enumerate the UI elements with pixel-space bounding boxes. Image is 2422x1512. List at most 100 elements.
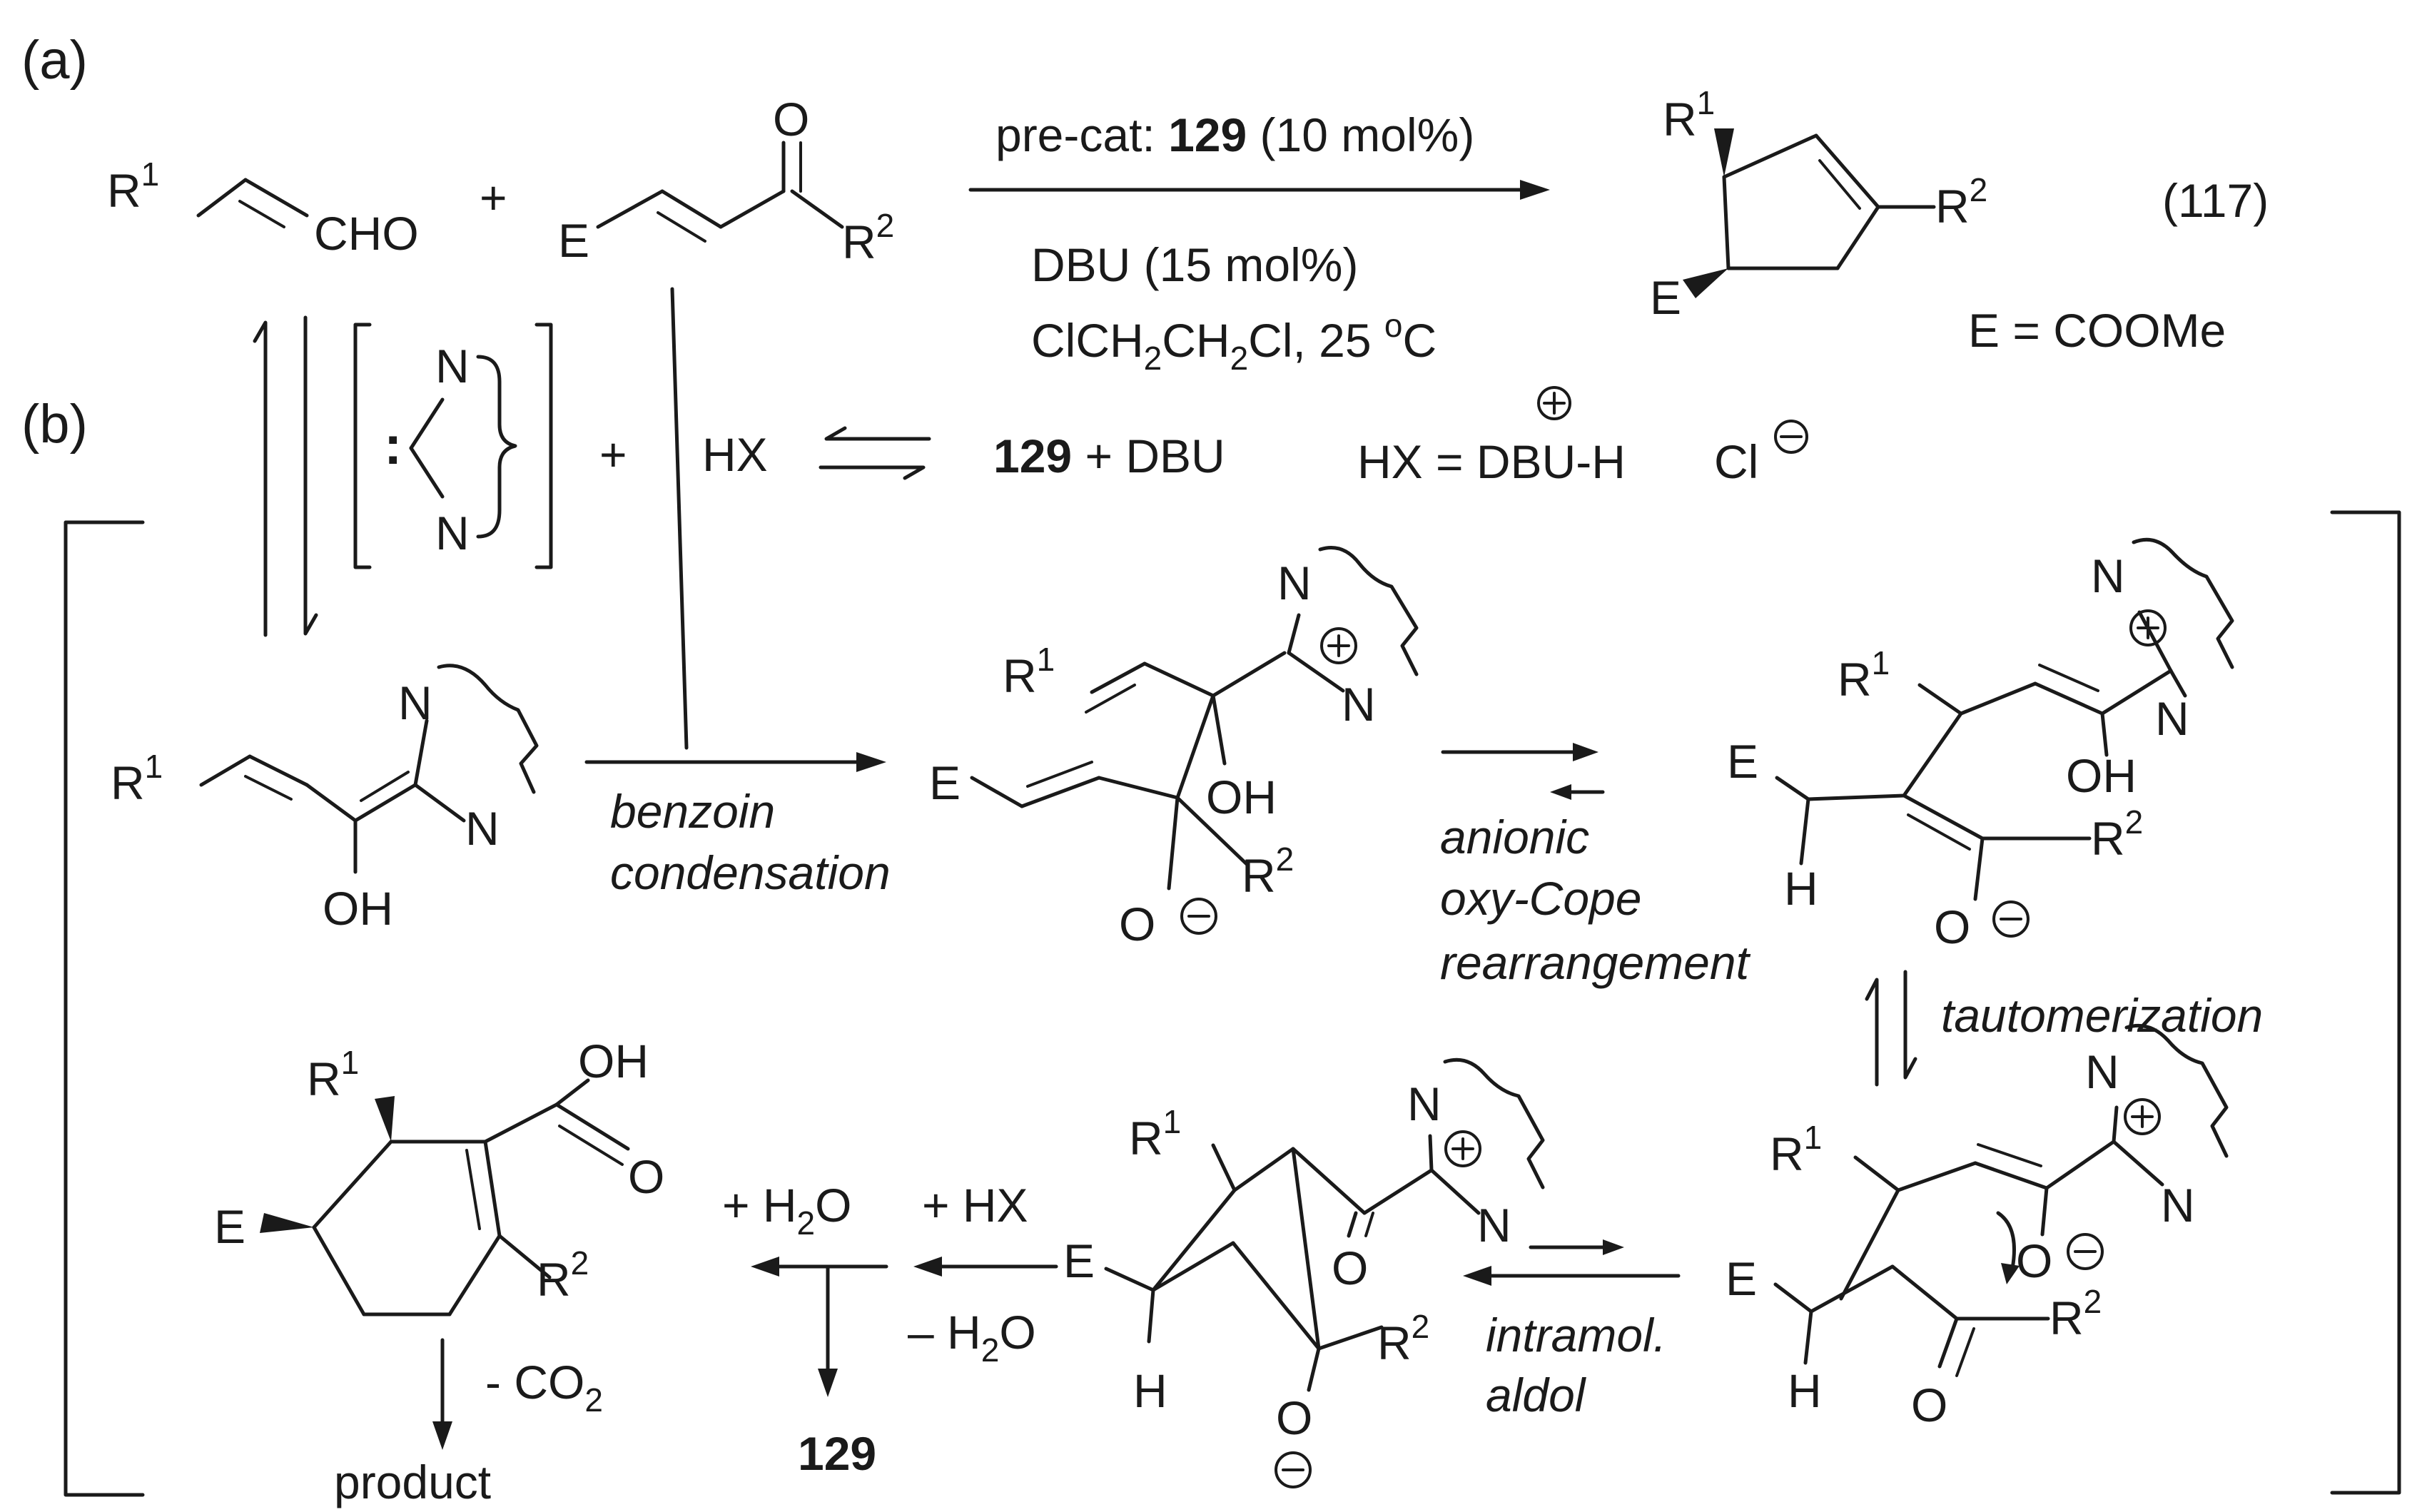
bond [790,189,844,229]
arrow-head [1573,743,1598,761]
equilibrium-products: 129 + DBU [993,430,1225,482]
positive-charge [1537,386,1571,420]
ring-brace [2124,1023,2229,1158]
step-label-aldol: aldol [1486,1369,1587,1421]
ring-brace [437,664,539,794]
n-label: N [2085,1045,2119,1098]
r2-label: R2 [1242,841,1294,902]
h-label: H [1788,1364,1822,1417]
r2-label: R2 [2049,1283,2102,1344]
bond [1722,175,1731,270]
arrow-head [1463,1266,1491,1286]
negative-charge [1774,420,1808,454]
double-bond [238,200,285,228]
minus-co2: - CO2 [485,1356,603,1419]
arrow-head [913,1257,942,1277]
arrow-head [751,1257,779,1277]
final-product-label: product [334,1456,491,1508]
equation-number: (117) [2162,174,2269,227]
arrow-head [856,752,886,772]
base-label: DBU (15 mol%) [1031,238,1358,291]
wedge-bond [1683,268,1728,298]
bracket [534,323,553,569]
e-label: E [1726,1252,1757,1305]
plus-water: + H2O [722,1179,851,1242]
n-label: N [435,340,470,392]
step-label-oxycope: oxy-Cope [1440,872,1641,925]
n-label: N [1477,1199,1511,1252]
o-label: O [1332,1242,1368,1294]
wedge-bond [375,1096,395,1142]
positive-charge [2124,1098,2161,1135]
step-label-intramol: intramol. [1486,1309,1666,1361]
r1-label: R1 [1770,1119,1822,1180]
e-label: E [1727,735,1758,788]
r2-label: R2 [842,207,894,268]
e-label: E [1063,1234,1095,1287]
carbene-catalyst: : N N [353,323,553,569]
bond [1835,205,1880,270]
n-label: N [1407,1077,1441,1130]
o-label: O [773,93,809,146]
tautomerization-arrows [1865,970,1917,1087]
bond [1722,133,1818,179]
n-label: N [465,802,500,855]
r2-label: R2 [2091,803,2143,865]
ring-brace [476,355,517,539]
e-label: E [929,756,961,809]
electron-push-arrow [1996,1211,2016,1271]
counterion-label: Cl [1714,435,1758,488]
r2-label: R2 [537,1244,589,1306]
benzoin-adduct: R1 OH N N E R2 O [929,546,1419,950]
o-label: O [2016,1234,2052,1287]
h-label: H [1784,862,1818,915]
bracket [353,323,372,569]
r1-label: R1 [111,748,163,809]
n-label: N [1342,678,1376,731]
n-label: N [2155,692,2189,745]
positive-charge [2129,609,2167,646]
o-label: O [1119,898,1155,950]
hx-label: HX [702,428,768,481]
cyclopentene-product: R1 E R2 [1650,84,1987,324]
ring-brace [1318,546,1419,676]
oh-label: OH [1206,771,1277,823]
wedge-bond [260,1213,314,1233]
r2-label: R2 [1377,1308,1429,1369]
n-label: N [2091,549,2125,602]
part-label-b: (b) [21,394,88,455]
enone-reactant: E O R2 [558,93,894,268]
o-label: O [1934,900,1970,953]
r1-label: R1 [307,1044,359,1105]
double-bond [657,211,706,243]
cyclopentene-acid: R1 E R2 OH O [214,1035,664,1316]
step-label-condensation: condensation [610,846,891,899]
r1-label: R1 [1838,644,1890,706]
e-label: E [558,214,589,267]
arrow-head [1550,784,1571,800]
n-label: N [2161,1179,2195,1232]
oh-label: OH [323,882,393,935]
enal-reactant: R1 CHO [107,156,419,260]
e-label: E [214,1200,245,1253]
ring-brace [2132,537,2234,669]
ring-brace [1443,1057,1545,1189]
equilibrium-arrows-vertical [253,315,318,637]
r1-label: R1 [107,156,159,217]
wedge-bond [1714,128,1734,177]
o-label: O [1911,1379,1947,1431]
arrow-head [432,1421,452,1450]
oh-label: OH [578,1035,649,1087]
bond [1814,133,1880,209]
cho-label: CHO [314,207,419,260]
e-definition: E = COOMe [1968,304,2226,357]
breslow-intermediate: R1 N N OH [111,664,539,935]
oxycope-product: R1 OH N N E H R2 O [1727,537,2234,953]
r1-label: R1 [1003,641,1055,702]
step-label-anionic: anionic [1440,811,1589,863]
part-label-a: (a) [21,30,88,91]
reagent-line [670,287,689,750]
cycle-bracket-left [64,520,145,1497]
negative-charge [2067,1233,2104,1270]
